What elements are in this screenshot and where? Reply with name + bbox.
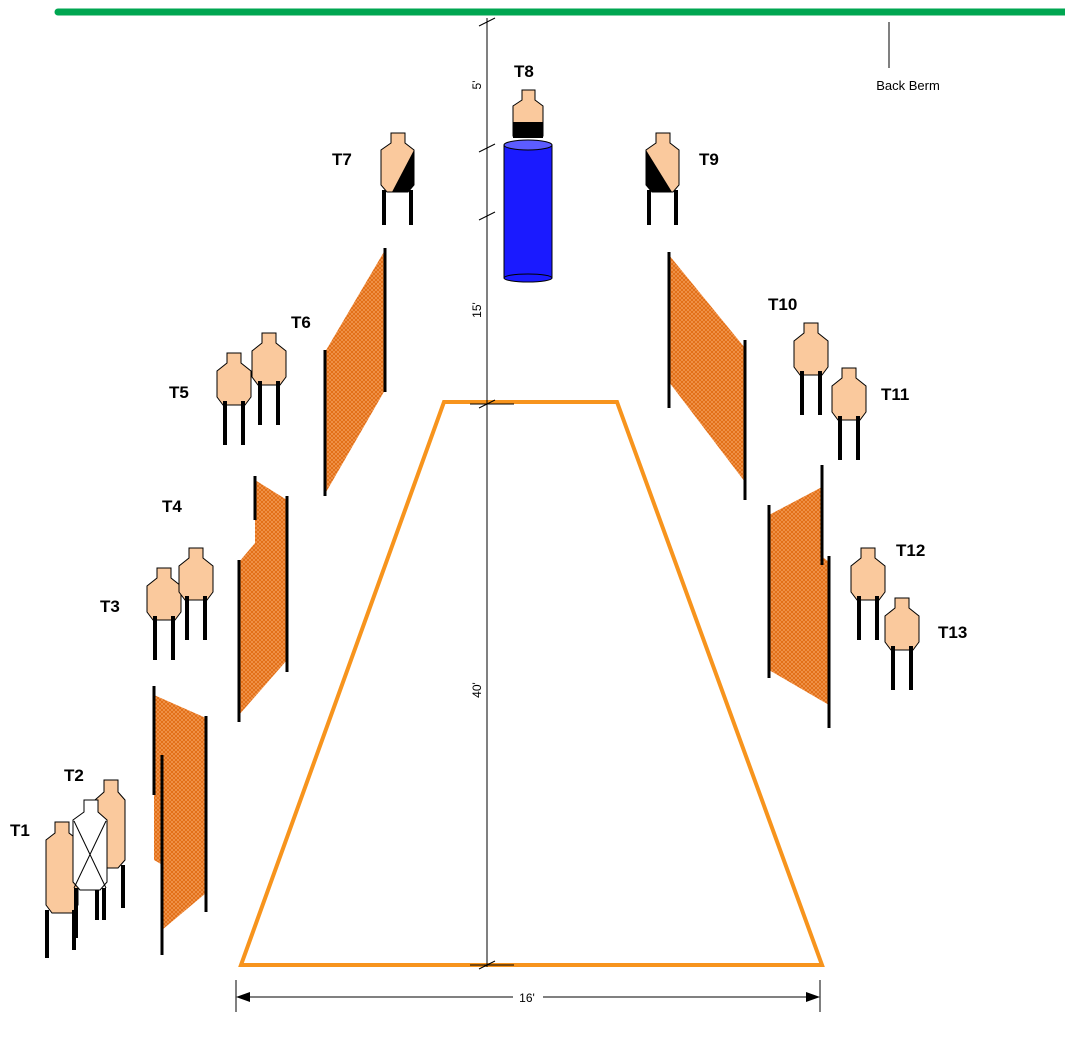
target-t8 <box>512 89 544 138</box>
depth-back-label: 5' <box>470 81 484 90</box>
target-t12 <box>849 546 887 642</box>
shooting-area <box>238 400 825 967</box>
label-t12: T12 <box>896 541 925 560</box>
target-t3 <box>145 566 183 662</box>
target-t10 <box>792 321 830 417</box>
label-t10: T10 <box>768 295 797 314</box>
label-t5: T5 <box>169 383 189 402</box>
target-t5 <box>215 351 253 447</box>
wall-right-upper <box>667 252 747 500</box>
target-t2-noshoot <box>72 799 108 938</box>
label-t6: T6 <box>291 313 311 332</box>
wall-left-mid <box>237 476 289 722</box>
walls <box>152 248 831 955</box>
label-t4: T4 <box>162 497 182 516</box>
barrel-hardcover <box>503 139 553 283</box>
target-t9 <box>645 132 680 225</box>
target-t13 <box>883 596 921 692</box>
target-t11 <box>830 366 868 462</box>
targets <box>45 89 921 958</box>
label-t7: T7 <box>332 150 352 169</box>
wall-right-lower <box>767 465 831 728</box>
back-berm-label: Back Berm <box>876 78 940 93</box>
width-label-bg <box>513 989 543 1005</box>
depth-front-label: 40' <box>470 682 484 698</box>
target-t7 <box>380 132 415 225</box>
depth-mid-label: 15' <box>470 302 484 318</box>
label-t13: T13 <box>938 623 967 642</box>
label-t1: T1 <box>10 821 30 840</box>
target-labels: T1 T2 T3 T4 T5 T6 T7 T8 T9 T10 T11 T12 T… <box>10 62 967 840</box>
label-t11: T11 <box>881 385 909 404</box>
label-t9: T9 <box>699 150 719 169</box>
wall-left-lower <box>152 686 208 955</box>
depth-dimension <box>470 17 514 970</box>
wall-left-upper <box>323 248 387 496</box>
width-label: 16' <box>519 991 535 1005</box>
target-t6 <box>250 331 288 427</box>
label-t3: T3 <box>100 597 120 616</box>
label-t8: T8 <box>514 62 534 81</box>
label-t2: T2 <box>64 766 84 785</box>
target-t4 <box>177 546 215 642</box>
